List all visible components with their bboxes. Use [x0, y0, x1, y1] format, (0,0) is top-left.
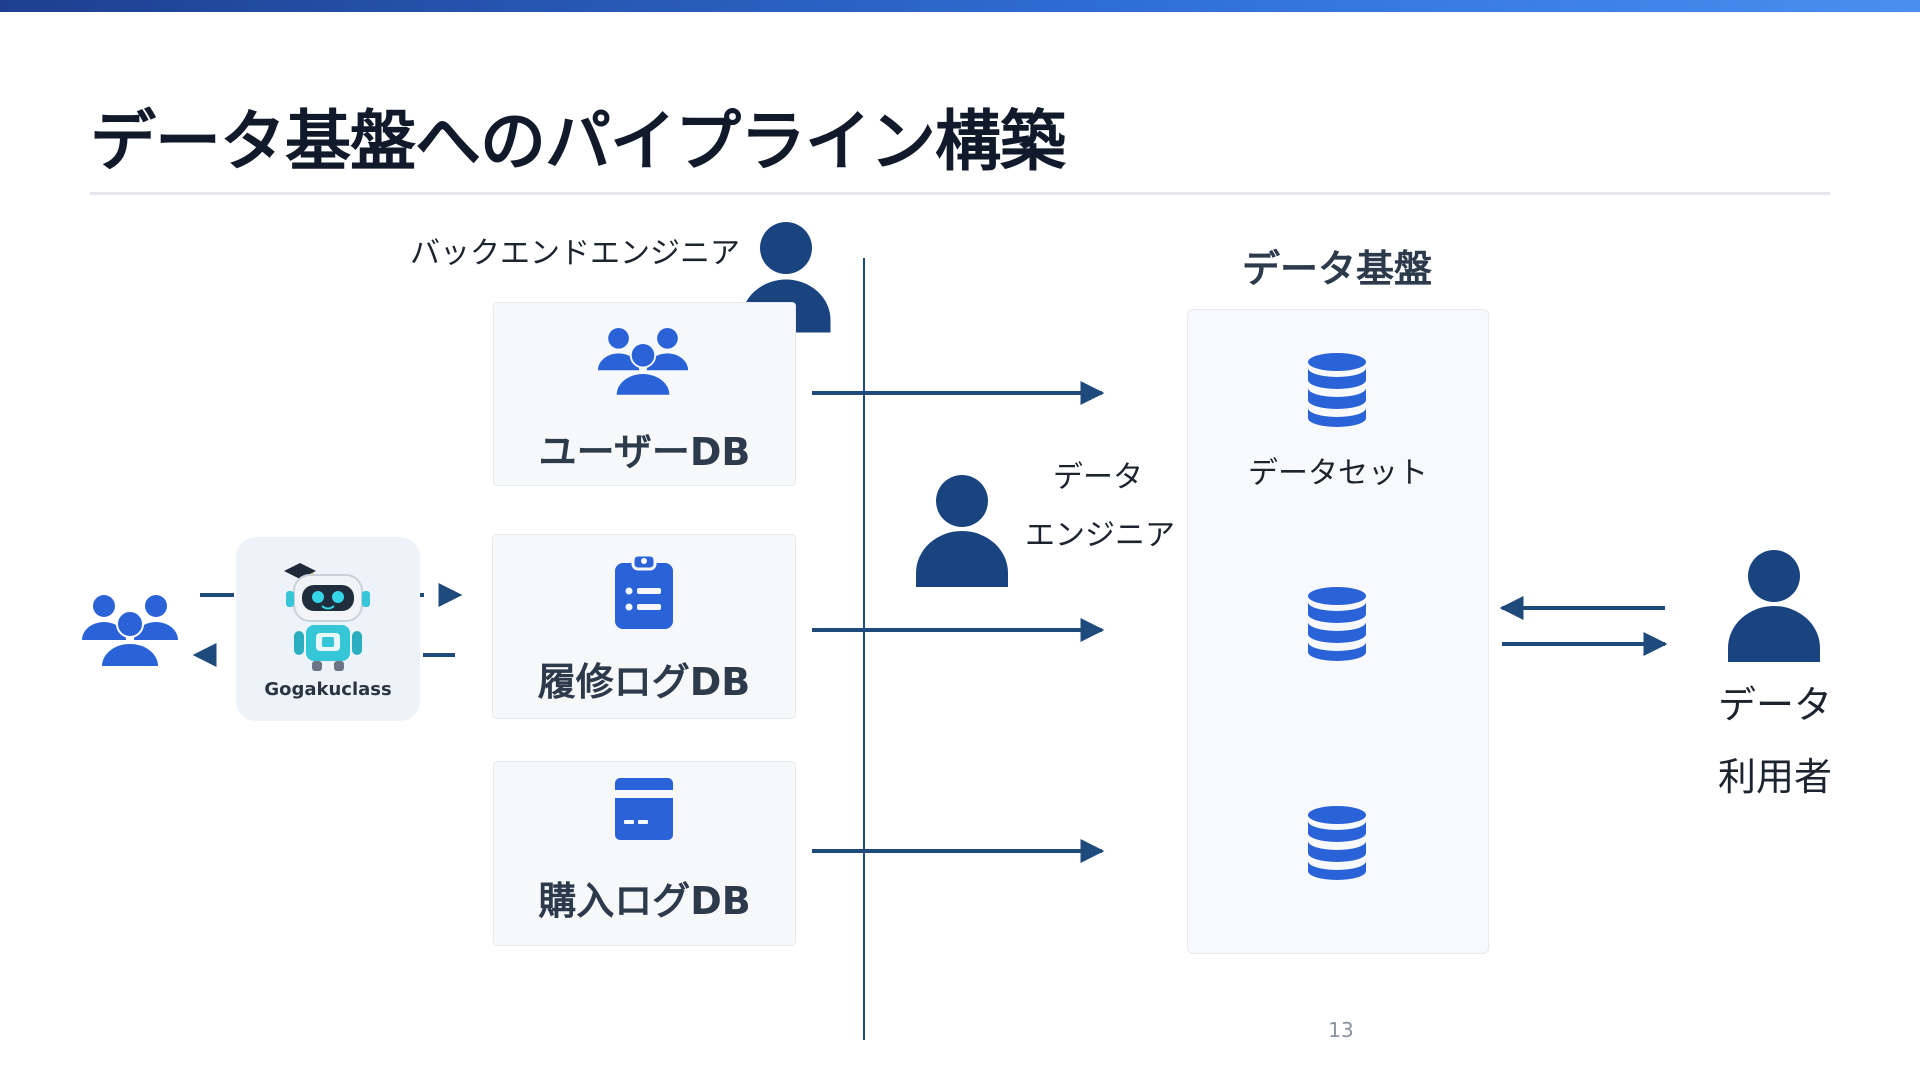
- title-divider: [90, 192, 1830, 195]
- course-log-db-label: 履修ログDB: [537, 660, 751, 704]
- user-db-label: ユーザーDB: [538, 430, 751, 474]
- platform-title: データ基盤: [1241, 247, 1432, 291]
- users-icon: [597, 327, 689, 395]
- purchase-log-db-label: 購入ログDB: [538, 879, 751, 923]
- data-platform-box: データセット: [1187, 309, 1489, 954]
- data-user-icon: [1728, 550, 1820, 662]
- robot-mascot-icon: [284, 563, 370, 671]
- user-db-card: ユーザーDB: [493, 302, 796, 486]
- credit-card-icon: [615, 778, 673, 840]
- data-engineer-icon: [916, 475, 1008, 587]
- data-user-label-2: 利用者: [1717, 755, 1832, 799]
- data-engineer-label-2: エンジニア: [1025, 518, 1175, 553]
- course-log-db-card: 履修ログDB: [492, 534, 796, 719]
- clipboard-list-icon: [615, 555, 673, 629]
- dataset-label: データセット: [1248, 456, 1428, 491]
- database-icon: [1308, 806, 1366, 880]
- page-number: 13: [1328, 1018, 1354, 1042]
- data-engineer-label-1: データ: [1053, 460, 1143, 495]
- end-users-icon: [82, 595, 178, 666]
- database-icon: [1308, 353, 1366, 427]
- backend-engineer-label: バックエンドエンジニア: [410, 236, 740, 271]
- app-name: Gogakuclass: [264, 679, 392, 700]
- slide-title: データ基盤へのパイプライン構築: [90, 103, 1066, 180]
- app-card: Gogakuclass: [236, 537, 420, 721]
- purchase-log-db-card: 購入ログDB: [493, 761, 796, 946]
- top-accent-bar: [0, 0, 1920, 12]
- data-user-label-1: データ: [1717, 683, 1832, 727]
- database-icon: [1308, 587, 1366, 661]
